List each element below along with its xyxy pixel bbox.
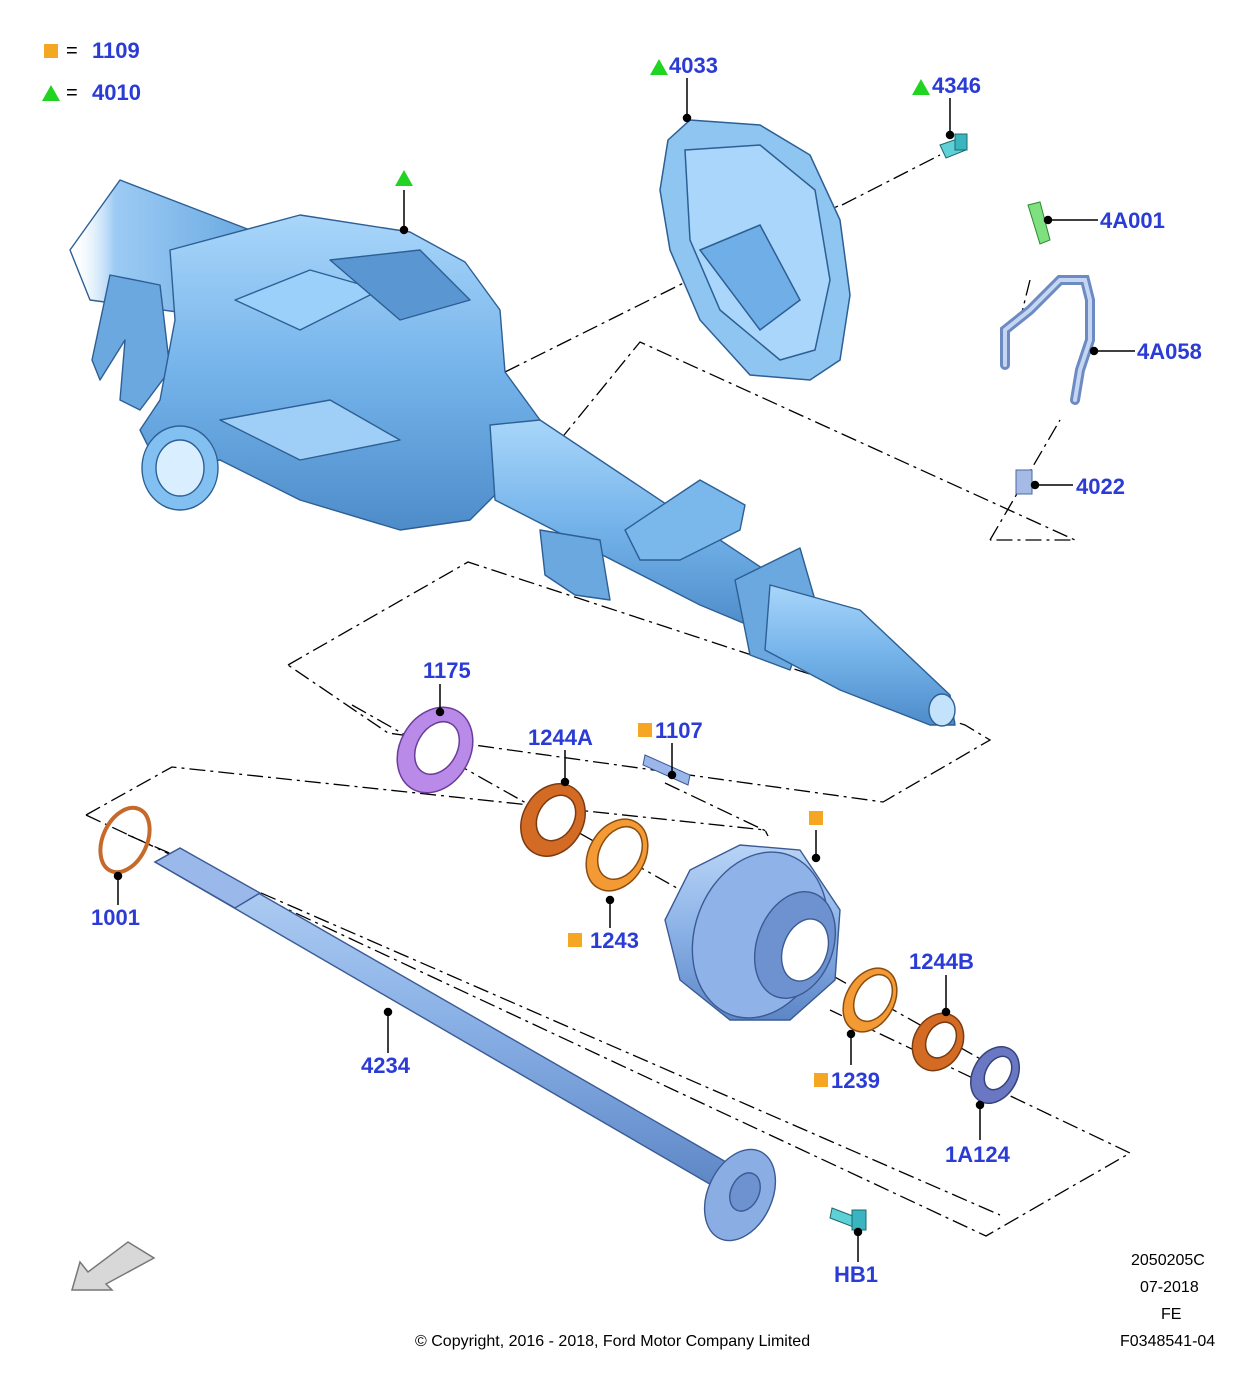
race-1243 <box>585 818 649 892</box>
vent-hose <box>1000 275 1095 405</box>
drawing-code: FE <box>1161 1306 1182 1323</box>
race-1239 <box>842 967 898 1033</box>
cover-bolt <box>939 133 968 159</box>
callout-1239: 1239 <box>831 1068 880 1093</box>
seal-1175 <box>396 706 474 794</box>
callout-1244A: 1244A <box>528 725 593 750</box>
drawing-number: 2050205C <box>1131 1252 1205 1269</box>
legend-square-value: 1109 <box>92 38 140 63</box>
snap-ring-1001 <box>98 805 152 875</box>
wheel-hub <box>664 844 841 1021</box>
legend-triangle-value: 4010 <box>92 80 141 105</box>
axle-housing <box>69 179 956 727</box>
direction-arrow-icon <box>71 1241 156 1291</box>
callout-4A001: 4A001 <box>1100 208 1165 233</box>
triangle-marker <box>650 59 668 75</box>
bearing-1244B <box>911 1012 965 1072</box>
legend-triangle-marker <box>42 85 60 101</box>
differential-cover <box>659 119 851 381</box>
leader-lines <box>113 78 1135 1262</box>
callout-4234: 4234 <box>361 1053 410 1078</box>
callout-4022: 4022 <box>1076 474 1125 499</box>
square-marker <box>809 811 823 825</box>
vent-connector <box>1015 469 1033 495</box>
callout-HB1: HB1 <box>834 1262 879 1287</box>
callout-1107: 1107 <box>655 718 703 743</box>
callout-4033: 4033 <box>669 53 718 78</box>
callout-1244B: 1244B <box>909 949 974 974</box>
legend-equals: = <box>66 40 78 62</box>
legend-equals: = <box>66 82 78 104</box>
bearing-1244A <box>520 783 586 857</box>
wheel-bolt-HB1 <box>829 1207 867 1231</box>
callout-4A058: 4A058 <box>1137 339 1202 364</box>
triangle-marker <box>912 79 930 95</box>
vent-fitting <box>1027 201 1051 245</box>
callout-1243: 1243 <box>590 928 639 953</box>
drawing-date: 07-2018 <box>1140 1279 1199 1296</box>
callout-1175: 1175 <box>423 658 471 683</box>
axle-shaft <box>153 847 777 1242</box>
callout-4346: 4346 <box>932 73 981 98</box>
callout-1001: 1001 <box>91 905 140 930</box>
triangle-marker <box>395 170 413 186</box>
copyright-notice: © Copyright, 2016 - 2018, Ford Motor Com… <box>415 1333 811 1350</box>
seal-1A124 <box>970 1046 1020 1104</box>
stud-1107 <box>642 754 691 786</box>
square-marker <box>814 1073 828 1087</box>
part-reference: F0348541-04 <box>1120 1333 1216 1350</box>
callout-1A124: 1A124 <box>945 1142 1010 1167</box>
legend-square-marker <box>44 44 58 58</box>
square-marker <box>568 933 582 947</box>
square-marker <box>638 723 652 737</box>
